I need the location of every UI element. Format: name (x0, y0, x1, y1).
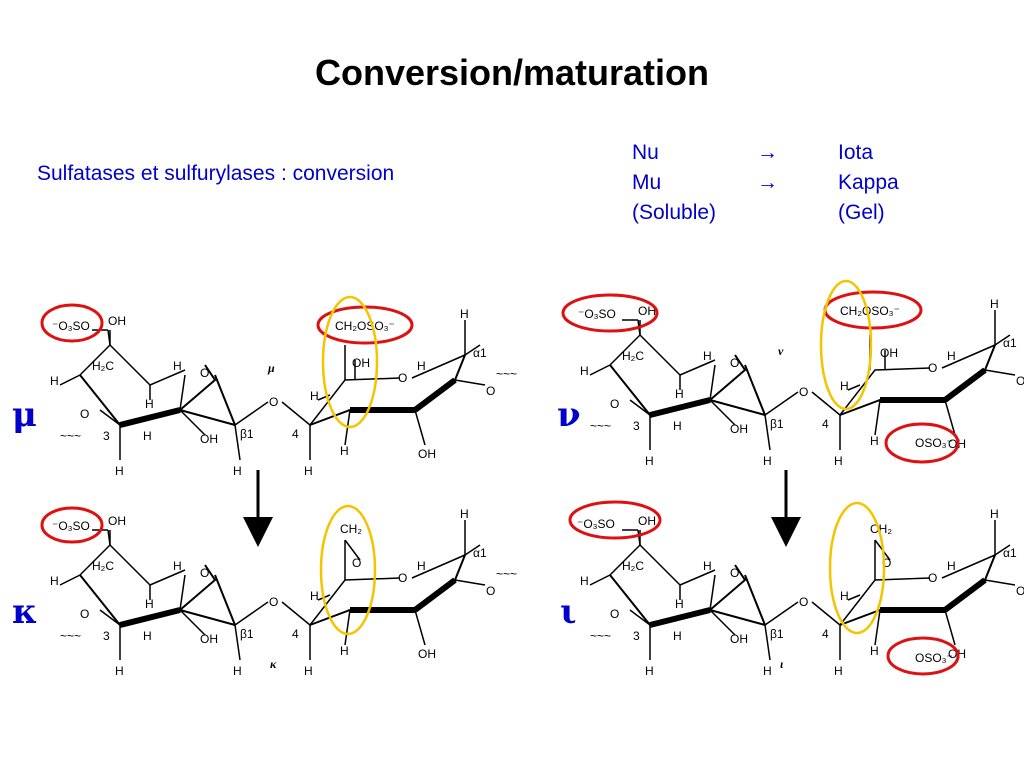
oso3-label: OSO₃⁻ (915, 651, 953, 665)
oso3-label: OSO₃⁻ (915, 436, 953, 450)
nu-structure: OH CH₂OSO₃⁻ ⁻O₃SO OSO₃⁻ ν (561, 279, 1024, 468)
c6-highlight-ellipse (819, 279, 873, 411)
conversion-to: (Gel) (838, 201, 885, 224)
o-bridge-label: O (352, 556, 361, 570)
conversion-from: Mu (632, 171, 662, 194)
c6-highlight-ellipse (828, 501, 886, 635)
o-bridge-label: O (882, 556, 891, 570)
mu-structure: OH CH₂OSO₃⁻ ⁻O₃SO μ (40, 295, 517, 478)
ch2oso3-label: CH₂OSO₃⁻ (335, 319, 395, 333)
conversion-to: Kappa (838, 171, 899, 194)
arrow-right-icon: → (757, 171, 778, 194)
iota-structure: CH₂ O ⁻O₃SO OSO₃⁻ ι (568, 500, 1024, 678)
conversion-row: Nu → Iota (632, 138, 952, 168)
sulfate-highlight-circle (568, 500, 662, 540)
mu-symbol: μ (12, 395, 37, 435)
ch2-label: CH₂ (870, 522, 892, 536)
nu-label: ν (778, 344, 784, 358)
iota-label: ι (780, 657, 784, 671)
ch2oso3-label: CH₂OSO₃⁻ (840, 304, 900, 318)
kappa-label: κ (270, 657, 277, 671)
oh-label: OH (880, 346, 898, 360)
mu-label: μ (267, 361, 275, 375)
conversion-from: Nu (632, 141, 659, 164)
conversion-row: Mu → Kappa (632, 168, 952, 198)
iota-symbol: ι (560, 592, 577, 632)
conversion-to: Iota (838, 141, 874, 164)
kappa-structure: CH₂ O ⁻O₃SO κ (40, 504, 517, 678)
subtitle: Sulfatases et sulfurylases : conversion (37, 162, 395, 185)
o3so-label: ⁻O₃SO (52, 319, 90, 333)
sulfate-highlight-circle (886, 636, 960, 676)
kappa-symbol: κ (12, 592, 38, 632)
sulfate-highlight-circle (40, 303, 104, 343)
arrow-right-icon: → (757, 141, 778, 164)
oh-label: OH (352, 356, 370, 370)
sulfate-highlight-circle (561, 293, 659, 333)
c6-highlight-ellipse (321, 295, 379, 429)
o3so-label: ⁻O₃SO (52, 519, 90, 533)
ch2-label: CH₂ (340, 522, 362, 536)
conversion-row: (Soluble) (Gel) (632, 198, 952, 228)
o3so-label: ⁻O₃SO (577, 517, 615, 531)
sulfate-highlight-circle (884, 422, 960, 464)
nu-symbol: ν (557, 395, 581, 435)
sulfate-highlight-circle (40, 506, 104, 544)
o3so-label: ⁻O₃SO (578, 307, 616, 321)
conversion-from: (Soluble) (632, 201, 717, 224)
c6-highlight-ellipse (319, 504, 377, 636)
conversion-table: Nu → Iota Mu → Kappa (Soluble) (Gel) (632, 138, 952, 228)
page-title: Conversion/maturation (314, 52, 710, 93)
